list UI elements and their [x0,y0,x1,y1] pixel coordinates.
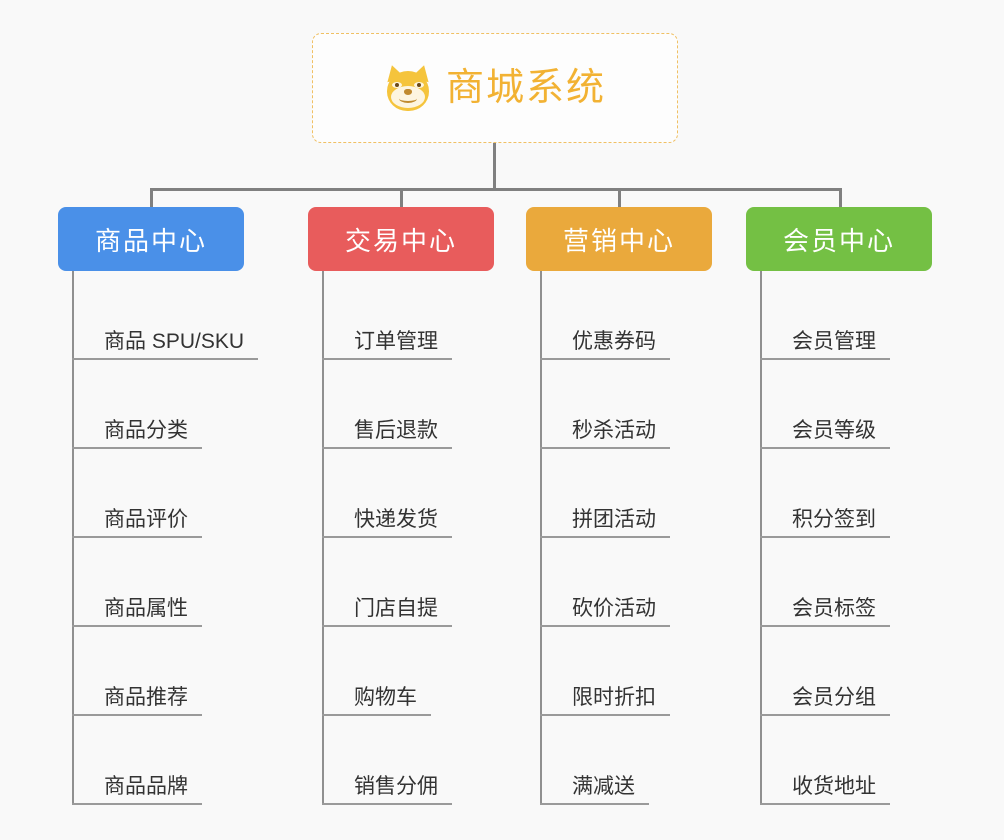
leaf-list-4: 会员管理 会员等级 积分签到 会员标签 会员分组 收货地址 [760,271,890,805]
leaf-label: 积分签到 [760,508,890,538]
branch-spine-4 [760,271,762,805]
leaf-label: 会员标签 [760,597,890,627]
shiba-dog-icon [383,62,433,111]
list-item[interactable]: 限时折扣 [540,627,670,716]
list-item[interactable]: 商品评价 [72,449,258,538]
leaf-label: 订单管理 [322,330,452,360]
leaf-label: 商品分类 [72,419,202,449]
branch-header-4[interactable]: 会员中心 [746,207,932,271]
list-item[interactable]: 销售分佣 [322,716,452,805]
branch-drop-connector-3 [618,188,621,209]
leaf-label: 快递发货 [322,508,452,538]
list-item[interactable]: 商品品牌 [72,716,258,805]
leaf-label: 会员分组 [760,686,890,716]
list-item[interactable]: 商品分类 [72,360,258,449]
leaf-label: 会员管理 [760,330,890,360]
branch-header-2[interactable]: 交易中心 [308,207,494,271]
branch-header-label-3: 营销中心 [562,225,675,256]
branch-marketing-center: 营销中心 优惠券码 秒杀活动 拼团活动 砍价活动 限时折扣 满减送 [526,207,712,805]
list-item[interactable]: 收货地址 [760,716,890,805]
branch-drop-connector-2 [400,188,403,209]
list-item[interactable]: 订单管理 [322,271,452,360]
list-item[interactable]: 门店自提 [322,538,452,627]
list-item[interactable]: 砍价活动 [540,538,670,627]
leaf-label: 限时折扣 [540,686,670,716]
leaf-label: 优惠券码 [540,330,670,360]
branch-spine-1 [72,271,74,805]
list-item[interactable]: 秒杀活动 [540,360,670,449]
branch-drop-connector-1 [150,188,153,209]
branch-header-label-4: 会员中心 [782,225,895,256]
list-item[interactable]: 商品属性 [72,538,258,627]
leaf-label: 拼团活动 [540,508,670,538]
list-item[interactable]: 会员管理 [760,271,890,360]
branch-member-center: 会员中心 会员管理 会员等级 积分签到 会员标签 会员分组 收货地址 [746,207,932,805]
leaf-label: 秒杀活动 [540,419,670,449]
branch-header-label-2: 交易中心 [344,225,457,256]
branch-header-1[interactable]: 商品中心 [58,207,244,271]
branch-header-3[interactable]: 营销中心 [526,207,712,271]
branch-spine-2 [322,271,324,805]
leaf-label: 满减送 [540,775,649,805]
list-item[interactable]: 商品推荐 [72,627,258,716]
list-item[interactable]: 满减送 [540,716,670,805]
branch-product-center: 商品中心 商品 SPU/SKU 商品分类 商品评价 商品属性 商品推荐 商品品牌 [58,207,259,805]
leaf-list-1: 商品 SPU/SKU 商品分类 商品评价 商品属性 商品推荐 商品品牌 [72,271,259,805]
branch-trade-center: 交易中心 订单管理 售后退款 快递发货 门店自提 购物车 销售分佣 [308,207,494,805]
leaf-label: 商品 SPU/SKU [72,330,259,360]
root-node[interactable]: 商城系统 [312,33,678,143]
branch-header-label-1: 商品中心 [94,225,207,256]
leaf-label: 砍价活动 [540,597,670,627]
list-item[interactable]: 会员标签 [760,538,890,627]
leaf-label: 售后退款 [322,419,452,449]
list-item[interactable]: 会员分组 [760,627,890,716]
leaf-label: 商品品牌 [72,775,202,805]
list-item[interactable]: 会员等级 [760,360,890,449]
leaf-label: 商品推荐 [72,686,202,716]
list-item[interactable]: 商品 SPU/SKU [72,271,259,360]
list-item[interactable]: 积分签到 [760,449,890,538]
list-item[interactable]: 优惠券码 [540,271,670,360]
leaf-label: 收货地址 [760,775,890,805]
leaf-label: 商品属性 [72,597,202,627]
root-stem-connector [493,143,496,191]
list-item[interactable]: 售后退款 [322,360,452,449]
branch-drop-connector-4 [839,188,842,209]
list-item[interactable]: 快递发货 [322,449,452,538]
leaf-list-2: 订单管理 售后退款 快递发货 门店自提 购物车 销售分佣 [322,271,452,805]
leaf-list-3: 优惠券码 秒杀活动 拼团活动 砍价活动 限时折扣 满减送 [540,271,670,805]
list-item[interactable]: 拼团活动 [540,449,670,538]
root-title: 商城系统 [445,67,606,109]
leaf-label: 门店自提 [322,597,452,627]
leaf-label: 购物车 [322,686,431,716]
leaf-label: 销售分佣 [322,775,452,805]
branch-bus-connector [150,188,842,191]
list-item[interactable]: 购物车 [322,627,452,716]
branch-spine-3 [540,271,542,805]
leaf-label: 商品评价 [72,508,202,538]
leaf-label: 会员等级 [760,419,890,449]
